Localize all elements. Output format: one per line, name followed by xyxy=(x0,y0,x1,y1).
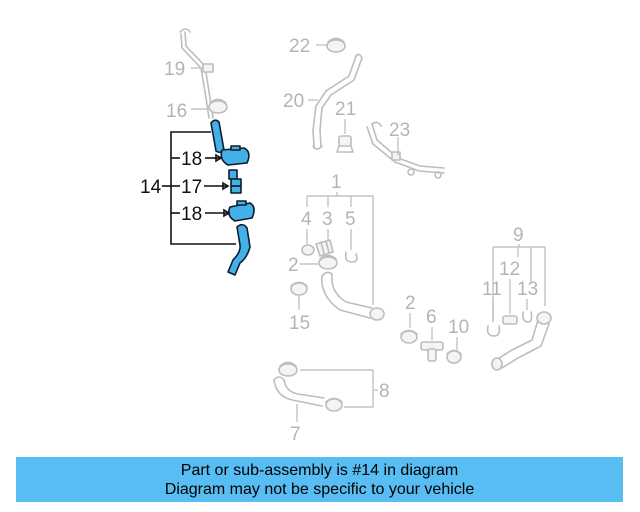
part-22-clamp xyxy=(326,37,346,53)
part-15-clamp xyxy=(290,281,308,296)
callout-15: 15 xyxy=(289,313,310,334)
bracket-1 xyxy=(307,195,374,305)
callout-5: 5 xyxy=(345,209,356,230)
callout-18-lower: 18 xyxy=(181,204,202,225)
callout-13: 13 xyxy=(517,279,538,300)
callout-16: 16 xyxy=(166,101,187,122)
callout-11: 11 xyxy=(482,279,502,300)
part-3-sleeve xyxy=(315,239,334,257)
callout-1: 1 xyxy=(331,172,342,193)
part-9-hose xyxy=(491,311,552,371)
part-21-clip xyxy=(336,135,354,153)
callout-17: 17 xyxy=(181,177,202,198)
part-2-clamp-lower xyxy=(400,329,418,344)
callout-19: 19 xyxy=(164,59,185,80)
callout-9: 9 xyxy=(513,225,524,246)
banner-assembly-note: Part or sub-assembly is #14 in diagram xyxy=(180,461,459,479)
part-14-hose-assembly xyxy=(210,119,255,276)
part-6-t-connector xyxy=(420,341,444,362)
part-5-spring-clip xyxy=(344,251,358,263)
part-8-hose xyxy=(273,376,325,407)
bracket-14 xyxy=(170,131,236,245)
banner-disclaimer: Diagram may not be specific to your vehi… xyxy=(164,480,475,498)
callout-4: 4 xyxy=(301,209,312,230)
part-16-clamp xyxy=(208,98,228,114)
callout-22: 22 xyxy=(289,36,310,57)
callout-20: 20 xyxy=(283,91,304,112)
callout-3: 3 xyxy=(322,209,333,230)
part-12-connector xyxy=(502,315,518,325)
callout-2-lower: 2 xyxy=(405,293,416,314)
callout-12: 12 xyxy=(499,259,520,280)
part-20-pipe xyxy=(312,53,363,150)
exploded-parts-diagram: 19 16 14 18 17 18 22 xyxy=(140,28,552,445)
part-23-bracket-tube xyxy=(366,121,445,179)
part-11-clamp xyxy=(486,325,501,337)
callout-21: 21 xyxy=(335,99,356,120)
callout-10: 10 xyxy=(448,317,469,338)
part-10-clamp xyxy=(446,349,462,364)
part-1-hose xyxy=(321,271,385,321)
part-8-clamp-top xyxy=(278,361,298,377)
part-4-cap xyxy=(301,244,315,256)
bracket-8 xyxy=(300,369,374,408)
part-2-clamp-upper xyxy=(318,254,338,270)
callout-6: 6 xyxy=(426,307,437,328)
callout-14: 14 xyxy=(140,177,162,198)
callout-23: 23 xyxy=(389,120,410,141)
info-banner: Part or sub-assembly is #14 in diagram D… xyxy=(16,457,623,502)
callout-2-upper: 2 xyxy=(288,255,299,276)
callout-18-upper: 18 xyxy=(181,149,202,170)
callout-8: 8 xyxy=(379,381,390,402)
part-8-clamp-bottom xyxy=(325,397,343,412)
part-13-clip xyxy=(522,311,533,323)
callout-7: 7 xyxy=(290,424,301,445)
